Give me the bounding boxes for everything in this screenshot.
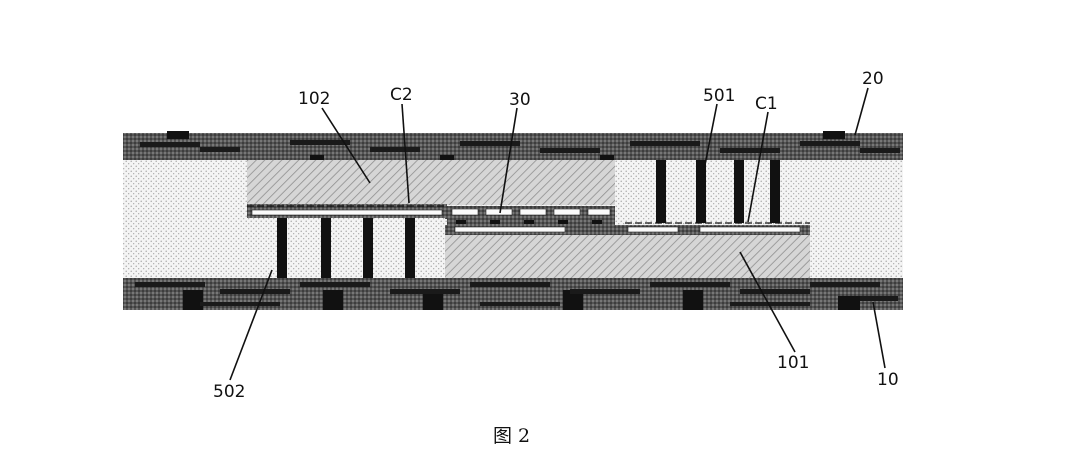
label-c2: C2 [390, 85, 413, 105]
bumps-30 [445, 206, 615, 225]
label-30: 30 [509, 90, 531, 110]
label-502: 502 [213, 382, 245, 402]
label-10: 10 [877, 370, 899, 390]
label-102: 102 [298, 89, 330, 109]
label-c1: C1 [755, 94, 778, 114]
layer-C2 [247, 204, 447, 218]
label-20: 20 [862, 69, 884, 89]
label-501: 501 [703, 86, 735, 106]
figure-caption: 图 2 [493, 425, 530, 447]
chip-102 [247, 160, 615, 205]
bottom-substrate-10 [123, 278, 903, 310]
chip-101 [445, 235, 810, 278]
leader-lines [229, 87, 886, 381]
label-101: 101 [777, 353, 809, 373]
layer-C1 [445, 222, 810, 235]
pillars-502 [277, 218, 415, 278]
pillars-501 [656, 160, 780, 223]
